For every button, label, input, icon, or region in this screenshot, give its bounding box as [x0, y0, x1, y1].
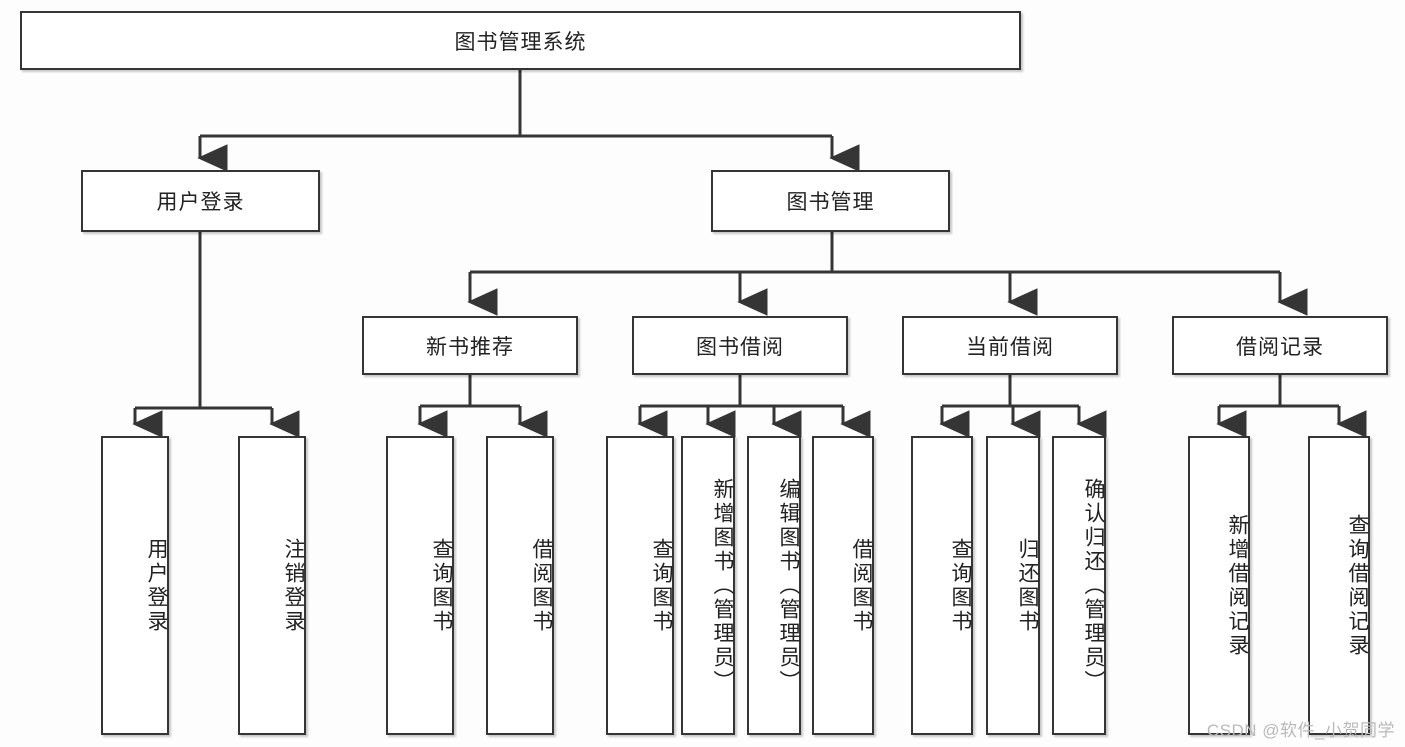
node-leaf-edit-book-admin[interactable]: 编辑图书（管理员） — [747, 436, 801, 735]
node-leaf-query-books-new[interactable]: 查询图书 — [386, 436, 454, 735]
node-leaf-label: 用户登录 — [145, 537, 168, 634]
node-leaf-label: 注销登录 — [282, 537, 305, 634]
node-leaf-label: 查询图书 — [430, 537, 453, 634]
node-leaf-label: 归还图书 — [1016, 537, 1039, 634]
node-leaf-logout[interactable]: 注销登录 — [238, 436, 306, 735]
node-leaf-label: 编辑图书（管理员） — [777, 477, 800, 694]
node-leaf-query-borrow-record[interactable]: 查询借阅记录 — [1308, 436, 1370, 735]
node-leaf-user-login[interactable]: 用户登录 — [101, 436, 169, 735]
node-leaf-return-books[interactable]: 归还图书 — [986, 436, 1040, 735]
node-leaf-query-books[interactable]: 查询图书 — [606, 436, 674, 735]
node-leaf-query-books-current[interactable]: 查询图书 — [911, 436, 973, 735]
node-leaf-label: 新增图书（管理员） — [711, 477, 734, 694]
node-leaf-label: 借阅图书 — [850, 537, 873, 634]
node-leaf-label: 查询图书 — [949, 537, 972, 634]
node-user-login[interactable]: 用户登录 — [81, 170, 320, 232]
node-book-borrow[interactable]: 图书借阅 — [632, 316, 848, 375]
node-new-book-recommend[interactable]: 新书推荐 — [362, 316, 578, 375]
node-leaf-label: 查询图书 — [650, 537, 673, 634]
node-root-label: 图书管理系统 — [454, 30, 587, 54]
node-current-borrow[interactable]: 当前借阅 — [902, 316, 1118, 375]
node-leaf-add-book-admin[interactable]: 新增图书（管理员） — [681, 436, 735, 735]
node-leaf-label: 查询借阅记录 — [1346, 513, 1369, 658]
node-leaf-label: 借阅图书 — [530, 537, 553, 634]
node-current-borrow-label: 当前借阅 — [966, 335, 1054, 359]
node-leaf-add-borrow-record[interactable]: 新增借阅记录 — [1188, 436, 1250, 735]
node-new-book-recommend-label: 新书推荐 — [426, 335, 514, 359]
node-leaf-label: 确认归还（管理员） — [1082, 477, 1105, 694]
node-book-management-label: 图书管理 — [786, 191, 875, 214]
node-borrow-records-label: 借阅记录 — [1236, 335, 1324, 359]
node-book-management[interactable]: 图书管理 — [711, 170, 950, 232]
node-leaf-confirm-return-admin[interactable]: 确认归还（管理员） — [1052, 436, 1106, 735]
node-root[interactable]: 图书管理系统 — [20, 11, 1021, 70]
node-leaf-borrow-books[interactable]: 借阅图书 — [812, 436, 874, 735]
node-user-login-label: 用户登录 — [156, 191, 245, 214]
node-leaf-label: 新增借阅记录 — [1226, 513, 1249, 658]
watermark: CSDN @软件_小贺同学 — [1206, 721, 1395, 740]
node-borrow-records[interactable]: 借阅记录 — [1172, 316, 1388, 375]
node-book-borrow-label: 图书借阅 — [696, 335, 784, 359]
node-leaf-borrow-books-new[interactable]: 借阅图书 — [486, 436, 554, 735]
